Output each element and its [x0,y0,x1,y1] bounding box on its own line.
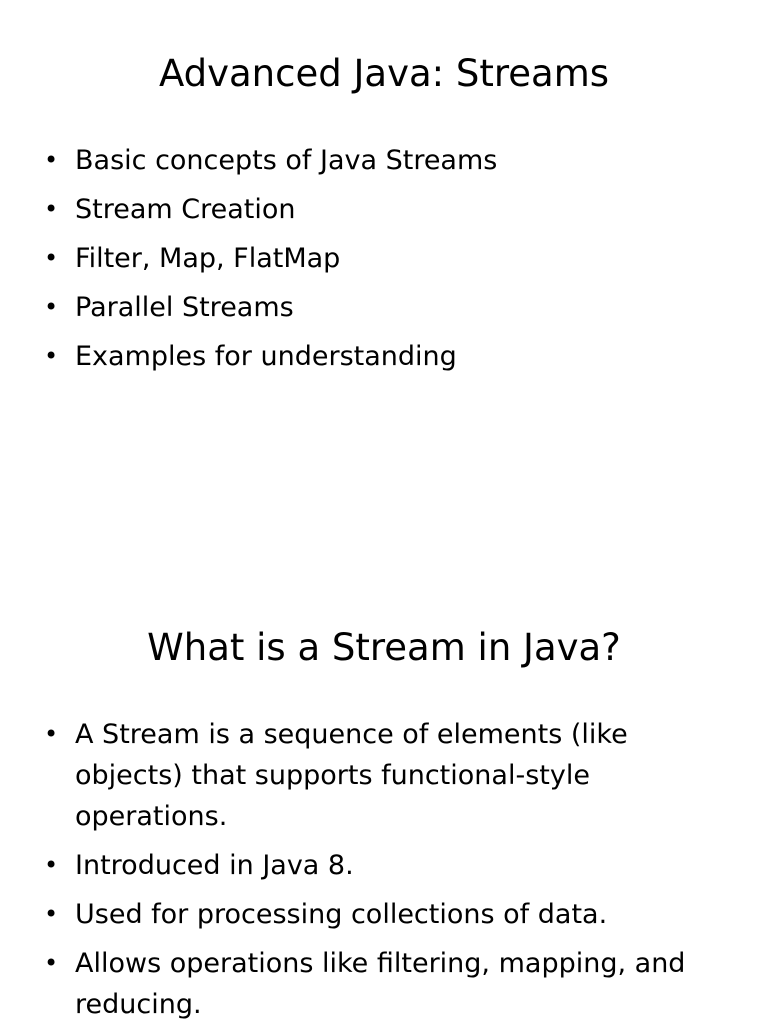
list-item: • Filter, Map, FlatMap [0,238,695,279]
bullet-icon: • [44,720,59,748]
bullet-text: Used for processing collections of data. [75,899,608,930]
slide-title: What is a Stream in Java? [147,626,621,669]
bullet-text: Introduced in Java 8. [75,850,354,881]
list-item: • Used for processing collections of dat… [0,894,695,935]
bullet-icon: • [44,195,59,223]
list-item: • Basic concepts of Java Streams [0,140,695,181]
list-item: • Examples for understanding [0,336,695,377]
list-item: • A Stream is a sequence of elements (li… [0,714,695,837]
bullet-icon: • [44,146,59,174]
bullet-icon: • [44,293,59,321]
bullet-text: Basic concepts of Java Streams [75,145,498,176]
bullet-list: • Basic concepts of Java Streams • Strea… [0,140,720,385]
bullet-text: Stream Creation [75,194,296,225]
bullet-text: Allows operations like filtering, mappin… [75,948,686,1020]
bullet-icon: • [44,342,59,370]
bullet-text: Filter, Map, FlatMap [75,243,341,274]
bullet-list: • A Stream is a sequence of elements (li… [0,714,720,1024]
bullet-text: Examples for understanding [75,341,457,372]
slide-title: Advanced Java: Streams [158,52,610,95]
slide-1: Advanced Java: Streams • Basic concepts … [0,52,720,385]
list-item: • Stream Creation [0,189,695,230]
list-item: • Introduced in Java 8. [0,845,695,886]
bullet-icon: • [44,949,59,977]
bullet-text: Parallel Streams [75,292,294,323]
bullet-text: A Stream is a sequence of elements (like… [75,719,628,832]
bullet-icon: • [44,900,59,928]
list-item: • Allows operations like filtering, mapp… [0,943,695,1024]
bullet-icon: • [44,244,59,272]
bullet-icon: • [44,851,59,879]
list-item: • Parallel Streams [0,287,695,328]
slide-2: What is a Stream in Java? • A Stream is … [0,512,768,1024]
